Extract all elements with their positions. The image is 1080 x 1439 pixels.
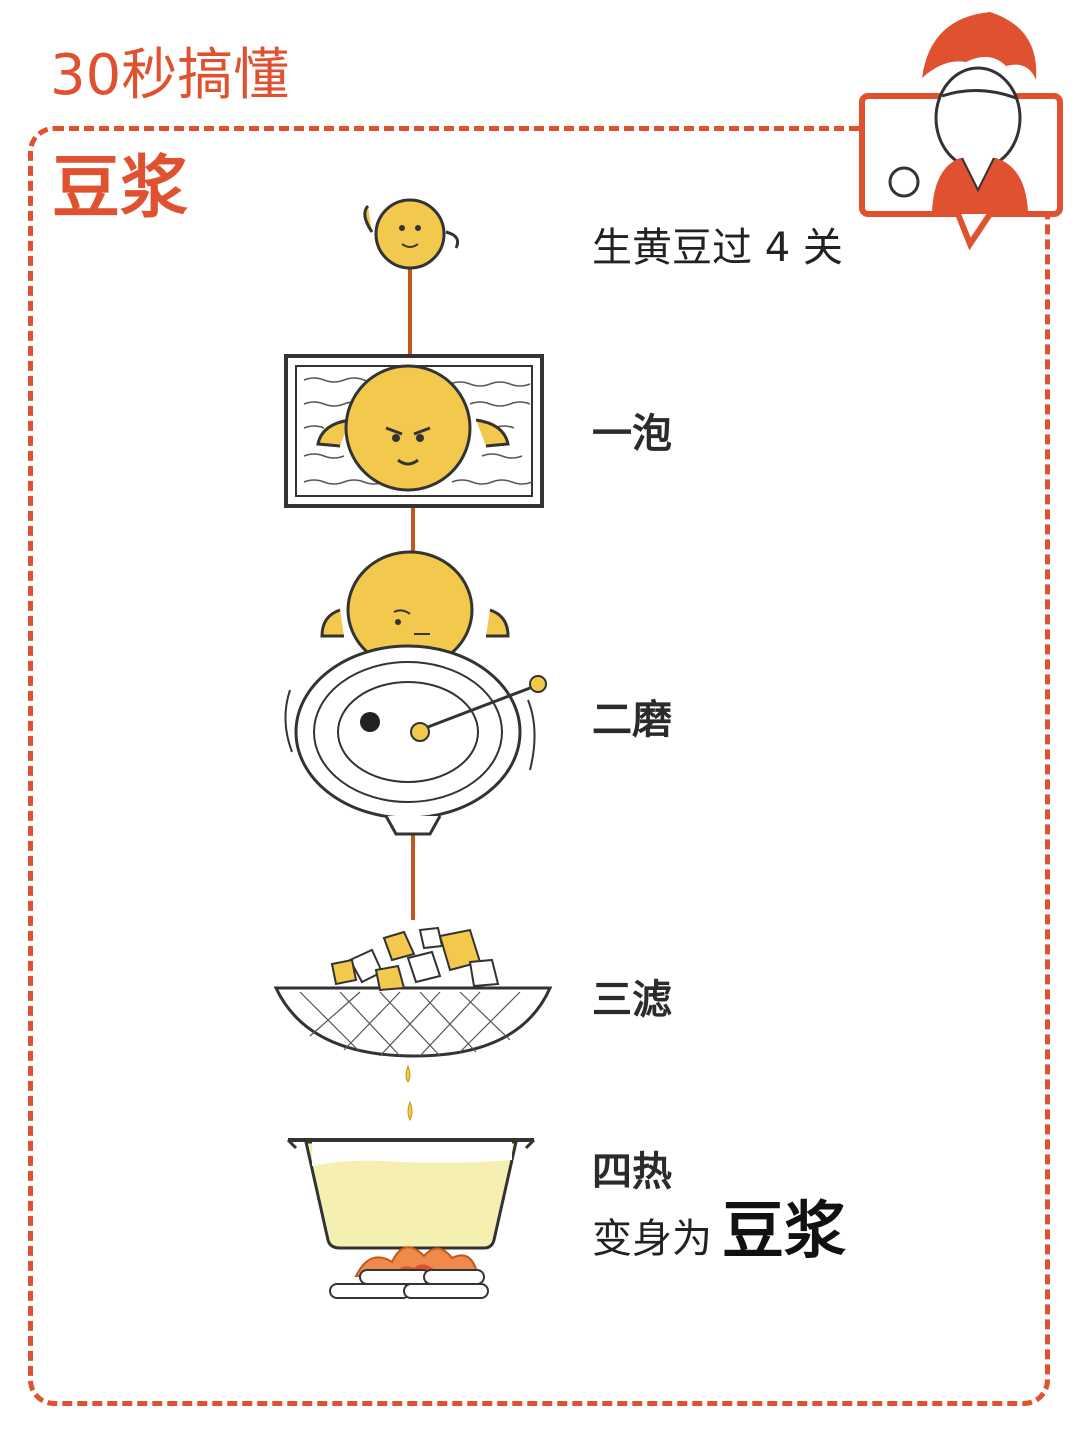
stage-label-soak: 一泡: [592, 411, 672, 457]
content-frame: [28, 126, 1050, 1406]
flow-connector: [408, 262, 415, 920]
strainer-icon: [273, 926, 553, 1122]
intro-text: 生黄豆过 4 关: [592, 225, 843, 271]
soybean-icon: [363, 198, 460, 270]
pot-icon: [286, 1138, 536, 1250]
stage-label-grind: 二磨: [592, 697, 672, 743]
soak-tank-icon: [284, 354, 544, 508]
stage-label-filter: 三滤: [592, 977, 672, 1023]
result-line: 变身为豆浆: [592, 1200, 846, 1262]
topic-title: 豆浆: [52, 149, 189, 228]
page-header-title: 30秒搞懂: [50, 43, 290, 108]
result-prefix: 变身为: [592, 1216, 712, 1262]
fire-icon: [329, 1246, 489, 1299]
millstone-icon: [284, 550, 547, 836]
mascot-avatar-icon: [859, 12, 1063, 251]
result-word: 豆浆: [722, 1194, 847, 1267]
stage-label-heat: 四热: [592, 1149, 672, 1195]
